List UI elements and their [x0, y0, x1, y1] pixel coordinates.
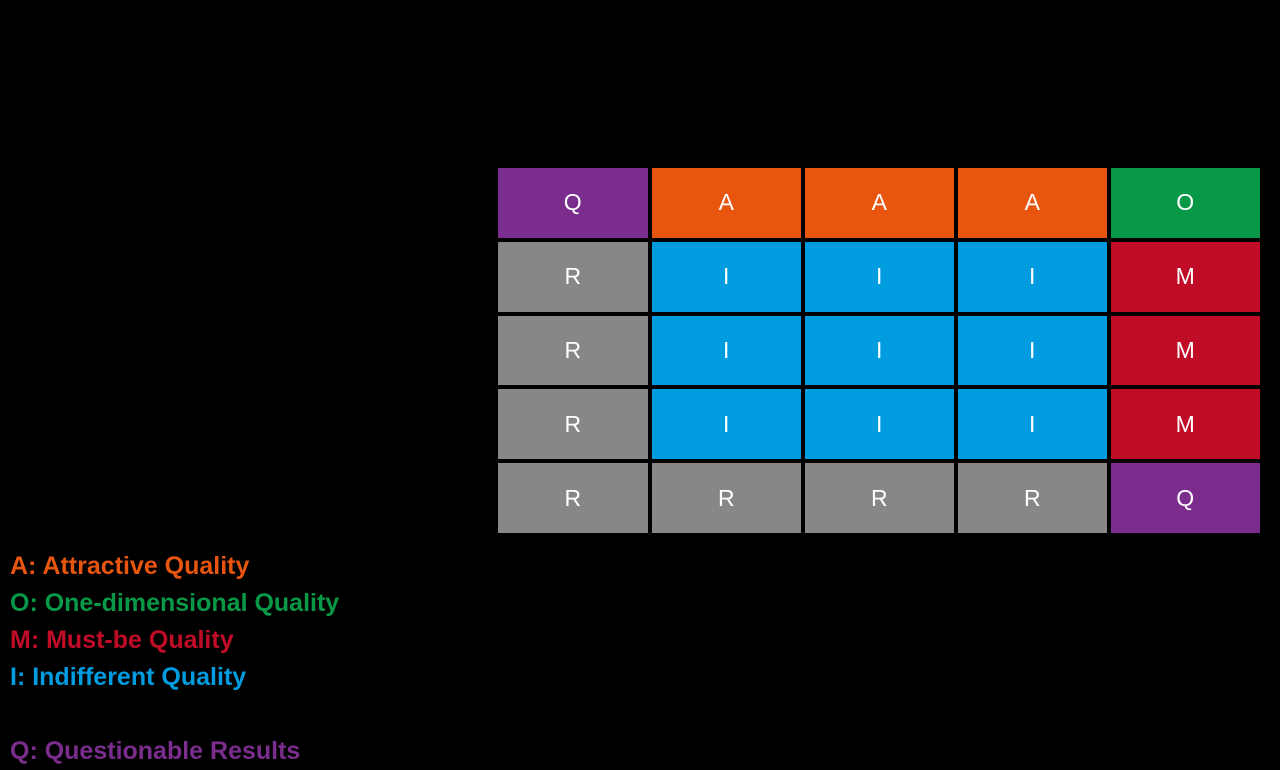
matrix-cell-reverse[interactable]: R	[498, 315, 648, 386]
matrix-cell-indifferent[interactable]: I	[958, 241, 1107, 312]
matrix-cell-reverse[interactable]: R	[958, 463, 1107, 533]
legend-item-a: A: Attractive Quality	[10, 552, 250, 580]
matrix-cell-indifferent[interactable]: I	[652, 241, 801, 312]
matrix-cell-reverse[interactable]: R	[498, 463, 648, 533]
matrix-cell-indifferent[interactable]: I	[805, 315, 954, 386]
matrix-cell-one-dimensional[interactable]: O	[1111, 168, 1260, 238]
matrix-cell-indifferent[interactable]: I	[652, 389, 801, 460]
matrix-cell-reverse[interactable]: R	[805, 463, 954, 533]
matrix-cell-indifferent[interactable]: I	[652, 315, 801, 386]
matrix-cell-indifferent[interactable]: I	[958, 315, 1107, 386]
legend: A: Attractive Quality O: One-dimensional …	[10, 548, 480, 770]
matrix-cell-indifferent[interactable]: I	[958, 389, 1107, 460]
legend-spacer	[10, 696, 480, 733]
matrix-cell-attractive[interactable]: A	[958, 168, 1107, 238]
legend-item-m: M: Must-be Quality	[10, 626, 234, 654]
matrix-cell-must-be[interactable]: M	[1111, 315, 1260, 386]
legend-item-i: I: Indifferent Quality	[10, 663, 247, 691]
matrix-cell-reverse[interactable]: R	[498, 389, 648, 460]
matrix-cell-must-be[interactable]: M	[1111, 241, 1260, 312]
matrix-cell-questionable[interactable]: Q	[1111, 463, 1260, 533]
matrix-cell-indifferent[interactable]: I	[805, 389, 954, 460]
matrix-cell-attractive[interactable]: A	[805, 168, 954, 238]
matrix-cell-attractive[interactable]: A	[652, 168, 801, 238]
matrix-cell-reverse[interactable]: R	[498, 241, 648, 312]
legend-item-q: Q: Questionable Results	[10, 737, 301, 765]
matrix-cell-must-be[interactable]: M	[1111, 389, 1260, 460]
matrix-cell-reverse[interactable]: R	[652, 463, 801, 533]
legend-item-o: O: One-dimensional Quality	[10, 589, 340, 617]
matrix-cell-indifferent[interactable]: I	[805, 241, 954, 312]
matrix-cell-questionable[interactable]: Q	[498, 168, 648, 238]
